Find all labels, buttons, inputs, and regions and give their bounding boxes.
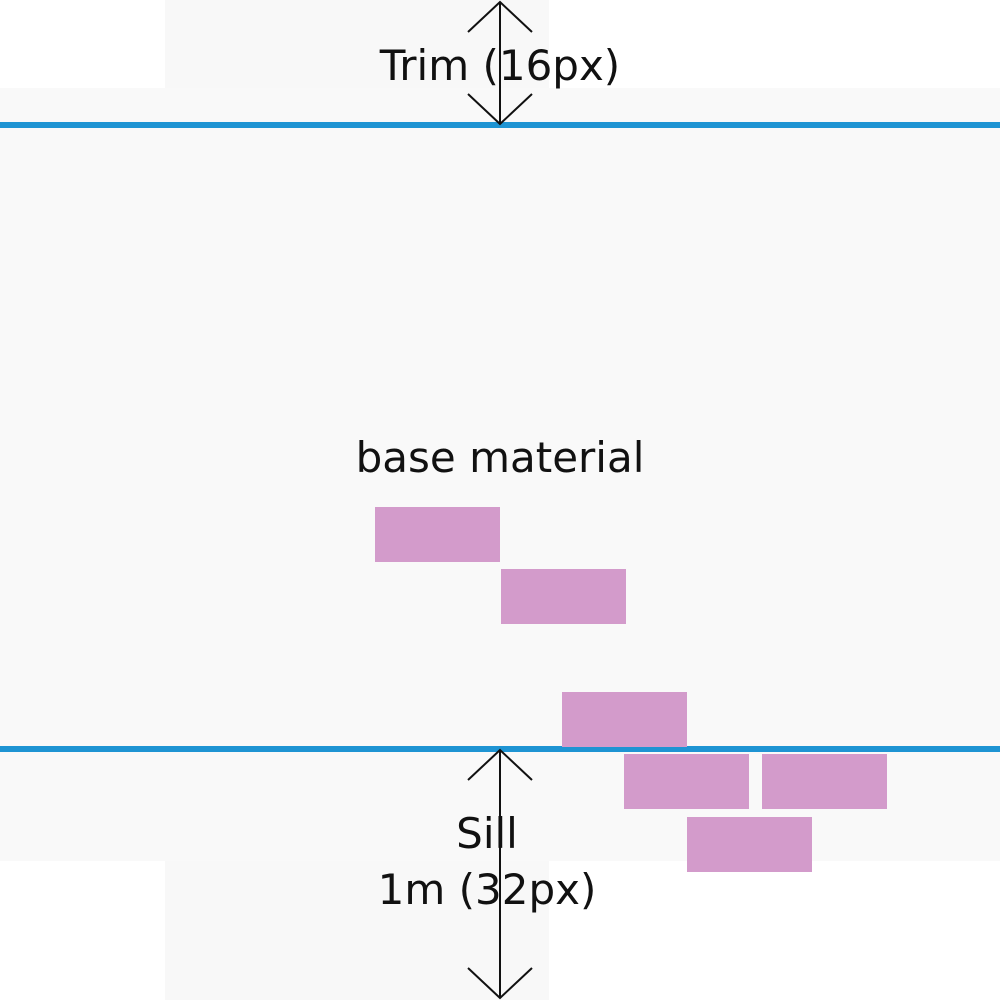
pink-block bbox=[624, 754, 749, 809]
pink-block bbox=[375, 507, 500, 562]
sill-dimension-label-line2: 1m (32px) bbox=[377, 865, 597, 914]
pink-block bbox=[687, 817, 812, 872]
bottom-dimension-arrow bbox=[467, 748, 533, 1000]
background-band bbox=[0, 88, 1000, 861]
top-dimension-arrow bbox=[467, 0, 533, 126]
pink-block bbox=[501, 569, 626, 624]
sill-dimension-label-line1: Sill bbox=[456, 809, 518, 858]
pink-block bbox=[562, 692, 687, 747]
base-material-label: base material bbox=[355, 433, 645, 482]
pink-block bbox=[762, 754, 887, 809]
trim-dimension-label: Trim (16px) bbox=[379, 41, 621, 90]
